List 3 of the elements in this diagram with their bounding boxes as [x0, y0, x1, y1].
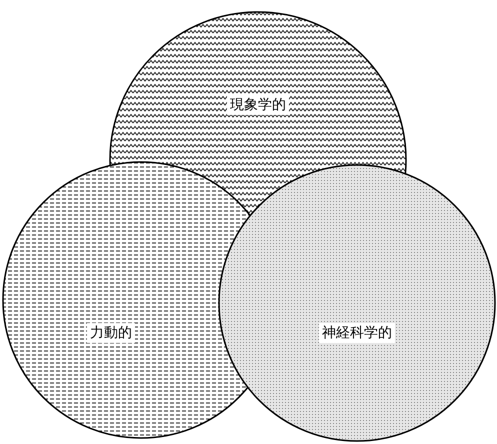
- circle-label: 神経科学的: [319, 323, 395, 343]
- circle-label: 現象学的: [227, 95, 289, 115]
- circle-label: 力動的: [87, 323, 135, 343]
